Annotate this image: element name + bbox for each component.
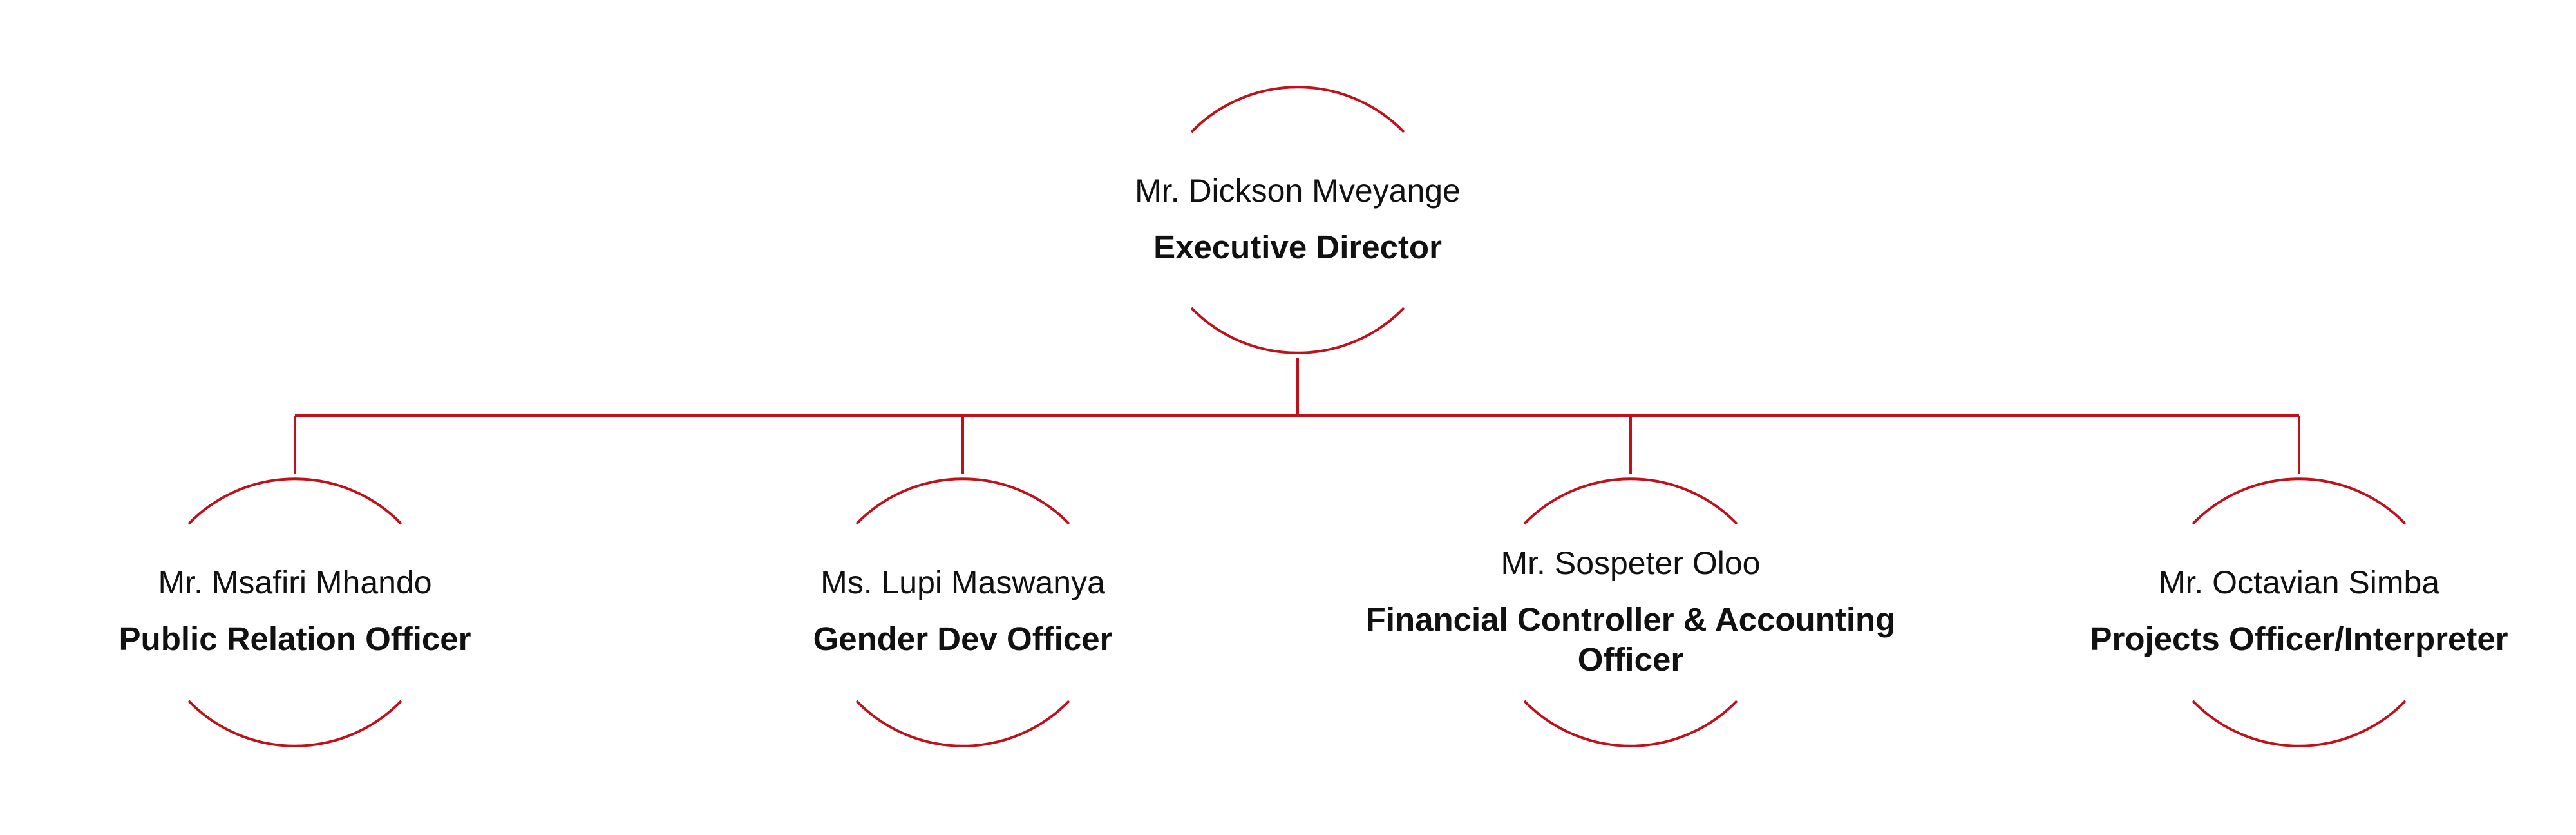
child-4-arc-bottom — [2192, 700, 2407, 747]
child-3-arc-bottom — [1523, 700, 1738, 747]
root-title: Executive Director — [1153, 229, 1442, 265]
child-title: Gender Dev Officer — [813, 620, 1113, 657]
child-node-1: Mr. Msafiri Mhando Public Relation Offic… — [0, 562, 617, 659]
child-title: Projects Officer/Interpreter — [2090, 620, 2508, 657]
child-node-4: Mr. Octavian Simba Projects Officer/Inte… — [1977, 562, 2576, 659]
child-title: Financial Controller & Accounting Office… — [1365, 601, 1896, 678]
child-name: Mr. Msafiri Mhando — [158, 564, 432, 600]
root-arc-top — [1190, 86, 1405, 133]
child-2-arc-top — [855, 477, 1070, 525]
child-title: Public Relation Officer — [118, 620, 471, 657]
child-name: Mr. Octavian Simba — [2158, 564, 2440, 600]
child-3-arc-top — [1523, 477, 1738, 525]
child-1-arc-bottom — [187, 700, 402, 747]
child-1-arc-top — [187, 477, 402, 525]
child-4-arc-top — [2192, 477, 2407, 525]
root-name: Mr. Dickson Mveyange — [1135, 173, 1461, 209]
root-node: Mr. Dickson Mveyange Executive Director — [976, 171, 1620, 267]
root-arc-bottom — [1190, 307, 1405, 354]
child-name: Ms. Lupi Maswanya — [820, 564, 1105, 600]
child-node-3: Mr. Sospeter Oloo Financial Controller &… — [1309, 543, 1953, 680]
child-node-2: Ms. Lupi Maswanya Gender Dev Officer — [641, 562, 1285, 659]
child-name: Mr. Sospeter Oloo — [1501, 545, 1761, 581]
child-2-arc-bottom — [855, 700, 1070, 747]
